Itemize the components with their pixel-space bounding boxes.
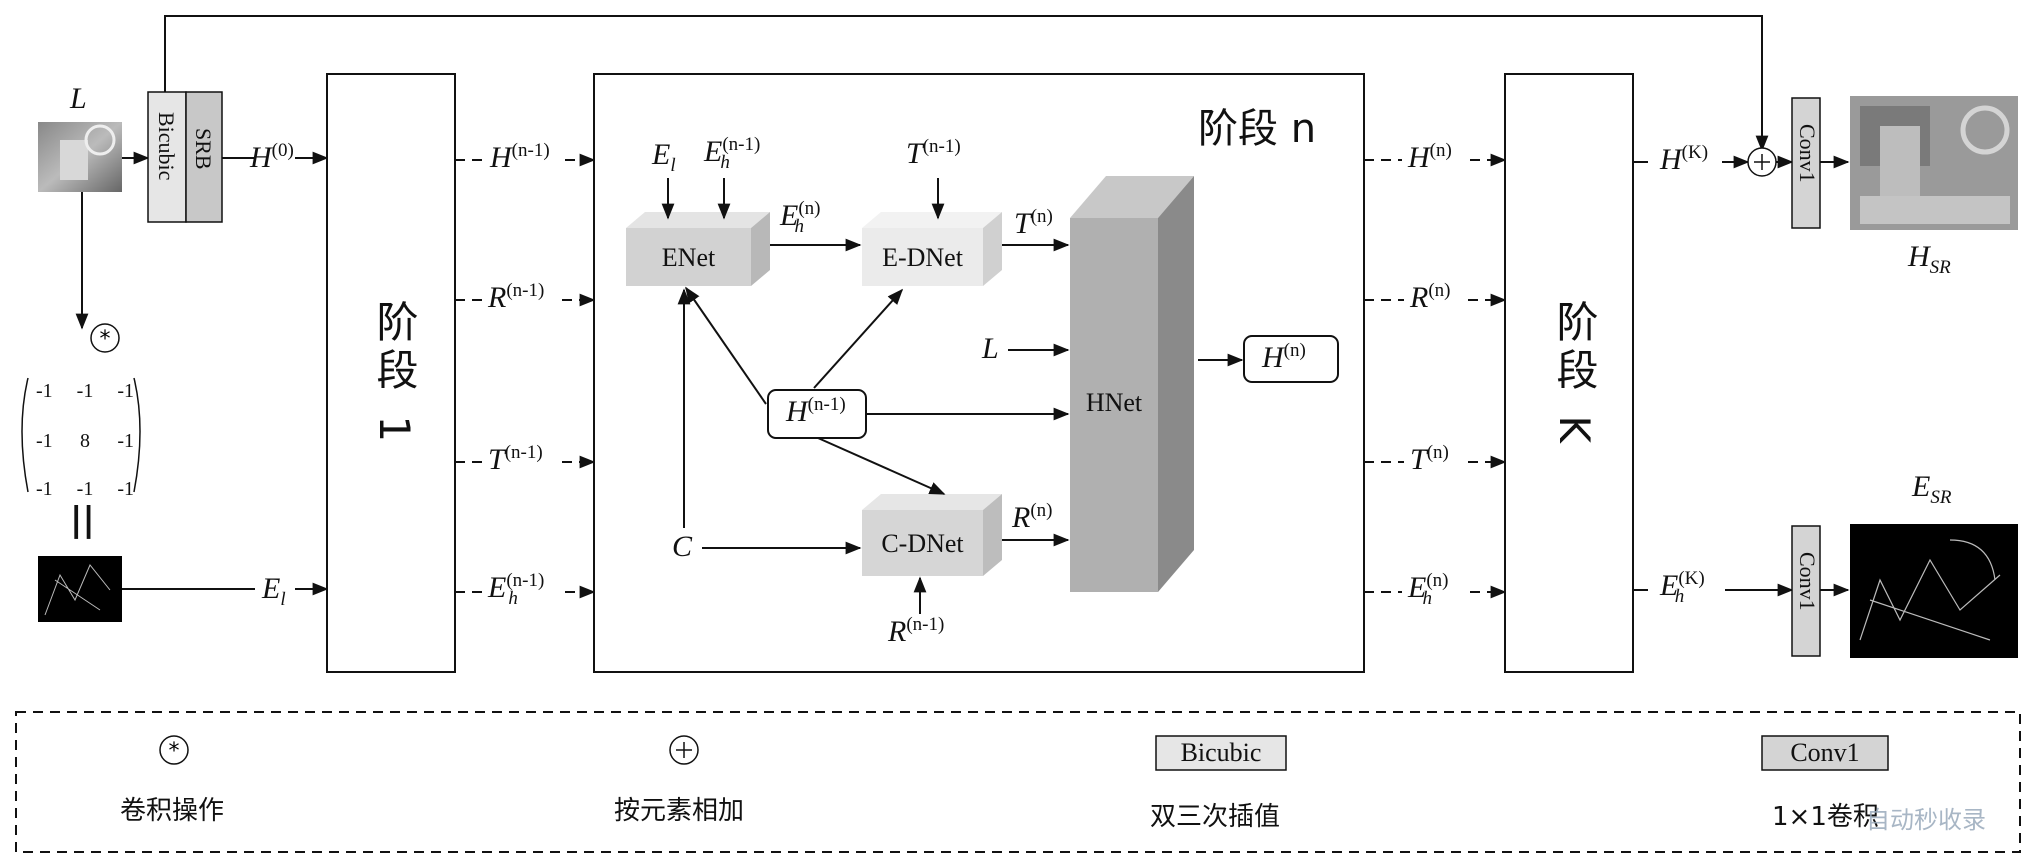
between-left-H: H(n-1) <box>490 140 550 174</box>
between-left-T: T(n-1) <box>488 442 543 476</box>
enet-label: ENet <box>661 243 716 272</box>
legend-conv1-box-label: Conv1 <box>1790 738 1860 767</box>
conv1-bottom-box <box>1791 525 1821 657</box>
h-n-box <box>1243 335 1339 383</box>
inner-R-n: R(n) <box>1012 500 1053 534</box>
inner-C: C <box>672 530 693 563</box>
inner-R-prev: R(n-1) <box>888 614 945 648</box>
matrix-left-bracket <box>21 377 29 493</box>
input-L-label: L <box>70 82 87 115</box>
svg-text:*: * <box>169 739 180 764</box>
legend-convolution-icon <box>159 735 189 765</box>
inner-L: L <box>982 332 999 365</box>
hnet-label: HNet <box>1085 388 1143 417</box>
equals-symbol: || <box>70 500 95 540</box>
legend-add-text: 按元素相加 <box>614 796 745 826</box>
inner-El: El <box>652 138 676 176</box>
legend-bicubic-box <box>1155 735 1287 771</box>
srb-label: SRB <box>191 128 216 170</box>
inner-T-prev: T(n-1) <box>906 136 961 170</box>
ednet-block <box>862 212 1002 286</box>
convolution-icon <box>90 323 120 353</box>
stageK-label: 阶段 K <box>1550 300 1599 449</box>
h0-label: H(0) <box>250 140 294 174</box>
inner-T-n: T(n) <box>1014 206 1053 240</box>
between-left-E: E(n-1)h <box>488 570 545 609</box>
srb-block <box>185 91 223 223</box>
between-right-T: T(n) <box>1410 442 1449 476</box>
conv1-bottom-label: Conv1 <box>1795 552 1820 611</box>
inner-H-prev: H(n-1) <box>786 394 846 428</box>
conv1-top-box <box>1791 97 1821 229</box>
between-right-E: E(n)h <box>1408 570 1449 609</box>
legend-convolution-text: 卷积操作 <box>120 796 225 826</box>
matrix-right-bracket <box>133 377 141 493</box>
legend-bicubic-text: 双三次插值 <box>1150 802 1281 832</box>
watermark: 自动秒收录 <box>1866 806 1986 834</box>
esr-label: ESR <box>1912 470 1952 508</box>
legend-box <box>15 711 2021 853</box>
between-right-R: R(n) <box>1410 280 1451 314</box>
ednet-label: E-DNet <box>882 243 963 272</box>
stage-n-title: 阶段 n <box>1198 106 1317 152</box>
svg-text:*: * <box>100 327 111 352</box>
conv1-top-label: Conv1 <box>1795 124 1820 183</box>
inner-Eh-n: E(n)h <box>780 198 821 237</box>
cdnet-label: C-DNet <box>881 529 964 558</box>
legend-conv1-box <box>1761 735 1889 771</box>
bicubic-block <box>147 91 187 223</box>
stage1-label: 阶段 1 <box>370 300 419 449</box>
enet-block <box>626 212 770 286</box>
legend-conv1-text: 1×1卷积 <box>1772 802 1879 832</box>
output-HK-label: H(K) <box>1660 142 1709 176</box>
stageK-box <box>1504 73 1634 673</box>
between-left-R: R(n-1) <box>488 280 545 314</box>
inner-H-n: H(n) <box>1262 340 1306 374</box>
between-right-H: H(n) <box>1408 140 1452 174</box>
legend-bicubic-box-label: Bicubic <box>1180 738 1262 767</box>
cdnet-block <box>862 494 1002 576</box>
skip-connection-line <box>164 15 1769 152</box>
bicubic-label: Bicubic <box>154 112 179 181</box>
esr-image <box>1850 524 2018 658</box>
inner-Eh-prev: E(n-1)h <box>704 134 761 173</box>
output-EK-label: E(K)h <box>1660 568 1705 607</box>
hnet-block <box>1070 176 1194 592</box>
el-input-label: El <box>262 572 286 610</box>
hsr-label: HSR <box>1908 240 1951 278</box>
stage1-box <box>326 73 456 673</box>
